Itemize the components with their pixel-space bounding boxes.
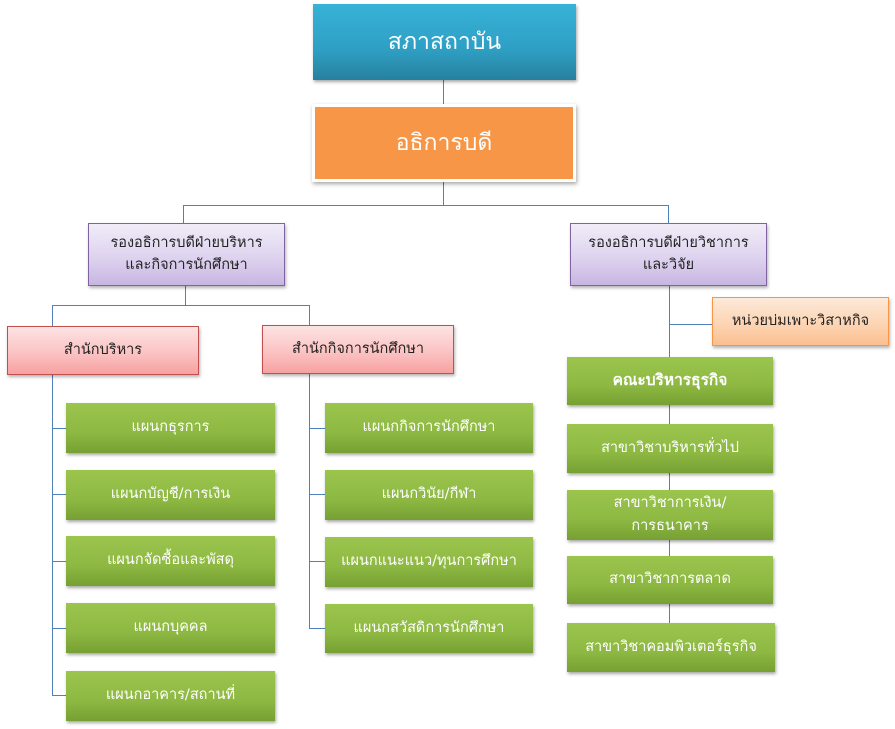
admin-dept-label: แผนกบุคคล	[133, 619, 208, 636]
major-label-line-2: การธนาคาร	[631, 518, 709, 534]
connector-admin-dept-2	[52, 494, 66, 495]
incubator-label: หน่วยบ่มเพาะวิสาหกิจ	[731, 312, 870, 329]
connector-academic-spine	[669, 286, 670, 357]
connector-president-down	[443, 182, 444, 205]
major-box: สาขาวิชาคอมพิวเตอร์ธุรกิจ	[567, 623, 775, 672]
student-dept-label: แผนกวินัย/กีฬา	[381, 486, 477, 503]
admin-dept-label: แผนกธุรการ	[131, 419, 210, 436]
connector-incubator	[669, 324, 712, 325]
major-box: สาขาวิชาการเงิน/ การธนาคาร	[567, 490, 773, 540]
major-box: สาขาวิชาบริหารทั่วไป	[567, 424, 773, 473]
admin-dept-box: แผนกธุรการ	[66, 403, 275, 453]
president-label: อธิการบดี	[395, 129, 493, 156]
admin-dept-box: แผนกจัดซื้อและพัสดุ	[66, 536, 275, 586]
connector-admin-dept-3	[52, 561, 66, 562]
student-dept-label: แผนกกิจการนักศึกษา	[362, 419, 496, 436]
major-label: สาขาวิชาคอมพิวเตอร์ธุรกิจ	[585, 638, 757, 655]
connector-office-student	[309, 305, 310, 325]
connector-student-dept-4	[309, 628, 325, 629]
admin-dept-label: แผนกจัดซื้อและพัสดุ	[107, 552, 234, 569]
vp-admin-label-line-2: และกิจการนักศึกษา	[125, 256, 248, 273]
office-admin-label: สำนักบริหาร	[63, 341, 143, 358]
office-admin-box: สำนักบริหาร	[7, 326, 199, 375]
faculty-label: คณะบริหารธุรกิจ	[612, 371, 728, 390]
major-label: สาขาวิชาการตลาด	[609, 571, 731, 588]
admin-dept-label: แผนกอาคาร/สถานที่	[105, 687, 236, 704]
connector-student-dept-1	[309, 428, 325, 429]
major-box: สาขาวิชาการตลาด	[567, 556, 773, 604]
vp-academic-box: รองอธิการบดีฝ่ายวิชาการ และวิจัย	[570, 223, 767, 286]
student-dept-box: แผนกวินัย/กีฬา	[325, 470, 533, 520]
president-box: อธิการบดี	[312, 104, 576, 182]
student-dept-label: แผนกแนะแนว/ทุนการศึกษา	[341, 553, 517, 570]
office-student-box: สำนักกิจการนักศึกษา	[262, 325, 454, 374]
connector-student-dept-3	[309, 561, 325, 562]
admin-dept-box: แผนกบุคคล	[66, 603, 275, 653]
student-dept-label: แผนกสวัสดิการนักศึกษา	[353, 619, 505, 636]
student-dept-box: แผนกสวัสดิการนักศึกษา	[325, 604, 533, 653]
connector-office-admin	[52, 305, 53, 326]
connector-student-spine	[309, 374, 310, 629]
major-label: สาขาวิชาบริหารทั่วไป	[601, 439, 739, 456]
admin-dept-label: แผนกบัญชี/การเงิน	[110, 486, 231, 503]
office-student-label: สำนักกิจการนักศึกษา	[291, 340, 425, 357]
connector-admin-dept-4	[52, 628, 66, 629]
council-label: สภาสถาบัน	[387, 28, 502, 55]
council-box: สภาสถาบัน	[313, 4, 576, 80]
connector-admin-dept-5	[52, 695, 66, 696]
connector-student-dept-2	[309, 494, 325, 495]
major-label-line-1: สาขาวิชาการเงิน/	[613, 494, 727, 511]
student-dept-box: แผนกแนะแนว/ทุนการศึกษา	[325, 537, 533, 587]
incubator-box: หน่วยบ่มเพาะวิสาหกิจ	[712, 297, 889, 346]
admin-dept-box: แผนกบัญชี/การเงิน	[66, 470, 275, 520]
connector-vp-horizontal	[183, 205, 669, 206]
connector-offices-horizontal	[52, 305, 310, 306]
connector-vp-admin	[183, 205, 184, 223]
admin-dept-box: แผนกอาคาร/สถานที่	[66, 671, 275, 721]
vp-academic-label-line-1: รองอธิการบดีฝ่ายวิชาการ	[588, 234, 749, 251]
connector-vp-academic	[668, 205, 669, 223]
student-dept-box: แผนกกิจการนักศึกษา	[325, 403, 533, 453]
connector-council-president	[443, 80, 444, 106]
connector-admin-spine	[52, 375, 53, 696]
connector-vp-admin-down	[185, 286, 186, 305]
faculty-box: คณะบริหารธุรกิจ	[567, 357, 773, 405]
vp-admin-box: รองอธิการบดีฝ่ายบริหาร และกิจการนักศึกษา	[88, 223, 285, 286]
connector-admin-dept-1	[52, 428, 66, 429]
vp-academic-label-line-2: และวิจัย	[642, 256, 695, 273]
vp-admin-label-line-1: รองอธิการบดีฝ่ายบริหาร	[110, 234, 263, 251]
